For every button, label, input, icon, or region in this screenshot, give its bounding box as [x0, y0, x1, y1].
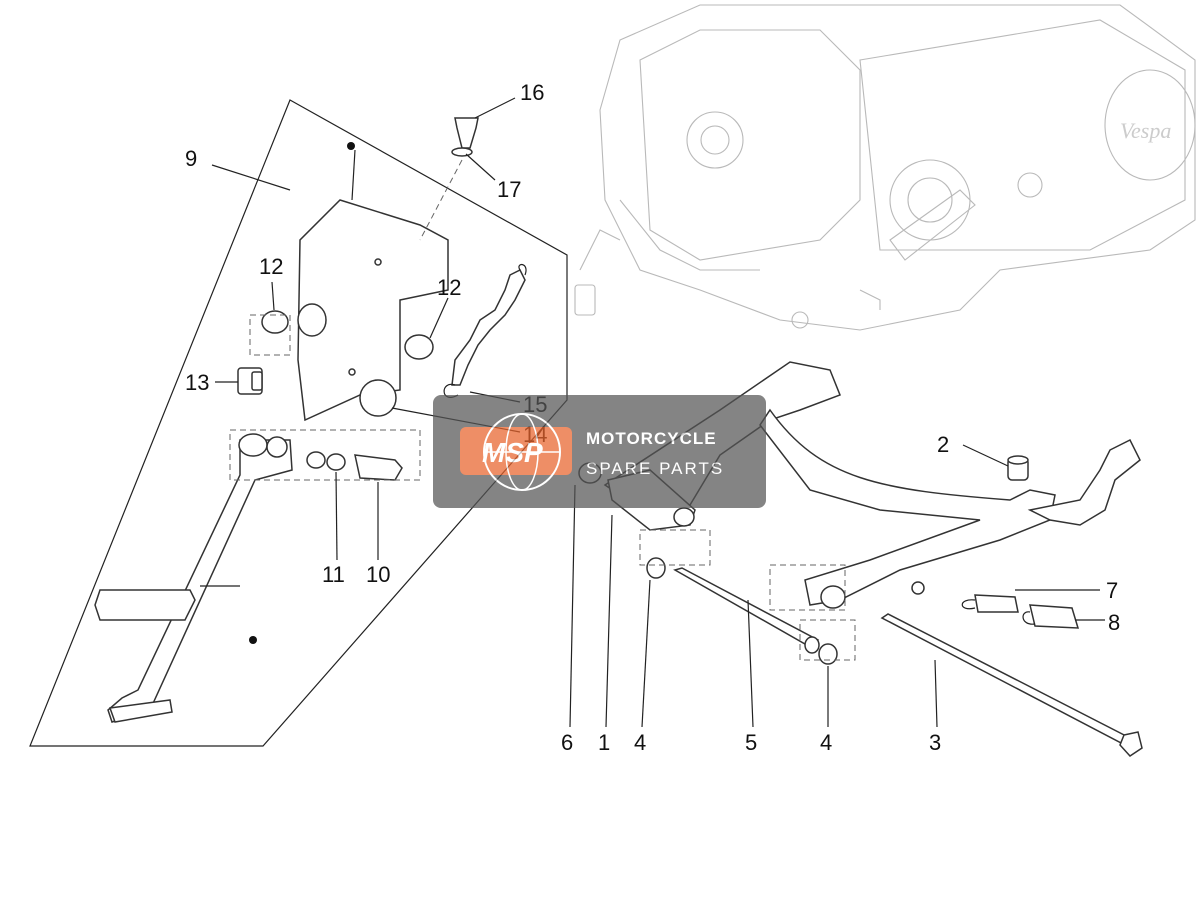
- ring-4b: [818, 643, 838, 665]
- center-stand-frame: [759, 408, 1056, 606]
- washer-11a: [306, 451, 326, 469]
- callout-11: 11: [322, 562, 345, 587]
- callout-4-right: 4: [820, 730, 832, 755]
- engine-illustration: Vespa: [574, 4, 1196, 331]
- watermark-logo: MSP: [482, 437, 543, 468]
- spring-8: [1029, 604, 1080, 629]
- washer-17: [451, 147, 473, 157]
- ring-12-left: [261, 310, 289, 334]
- callout-9: 9: [185, 146, 197, 171]
- watermark-line1: MOTORCYCLE: [586, 429, 717, 448]
- callout-7: 7: [1106, 578, 1118, 603]
- ring-4a: [646, 557, 666, 579]
- bracket-bushing: [297, 303, 327, 337]
- ring-12-right: [404, 334, 434, 360]
- bolt-10: [354, 454, 403, 481]
- callout-1: 1: [598, 730, 610, 755]
- screw-16: [454, 117, 479, 149]
- bolt-3: [880, 613, 1132, 746]
- callout-10: 10: [366, 562, 390, 587]
- watermark-line2: SPARE PARTS: [586, 459, 724, 478]
- callout-labels: 9 16 17 12 12 13 15 14 11 10 2 7 8 6 1 4…: [185, 80, 1120, 755]
- callout-8: 8: [1108, 610, 1120, 635]
- foot-loop: [94, 589, 196, 621]
- bushing-14: [359, 379, 397, 417]
- callout-16: 16: [520, 80, 544, 105]
- watermark: MSP MOTORCYCLE SPARE PARTS: [433, 395, 766, 508]
- engine-brand-mark: Vespa: [1120, 118, 1171, 143]
- washer-11b: [326, 453, 346, 471]
- side-stand-assembly: [29, 99, 568, 747]
- callout-4-left: 4: [634, 730, 646, 755]
- callout-12-right: 12: [437, 275, 461, 300]
- leader-lines: [211, 97, 1105, 728]
- stand-foot: [108, 699, 173, 723]
- side-stand-group-frame: [29, 99, 568, 747]
- spring-15: [451, 268, 526, 386]
- watermark-panel: [433, 395, 766, 508]
- center-stand-pedal: [1027, 438, 1141, 526]
- shaft-5: [673, 567, 820, 649]
- spring-7: [974, 594, 1019, 613]
- callout-6: 6: [561, 730, 573, 755]
- callout-12-left: 12: [259, 254, 283, 279]
- callout-13: 13: [185, 370, 209, 395]
- callout-3: 3: [929, 730, 941, 755]
- callout-17: 17: [497, 177, 521, 202]
- callout-2: 2: [937, 432, 949, 457]
- callout-5: 5: [745, 730, 757, 755]
- watermark-badge: [460, 427, 572, 475]
